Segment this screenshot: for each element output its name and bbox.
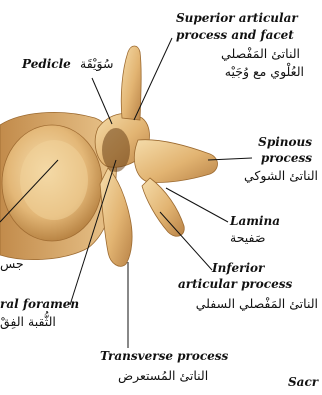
label-superior-articular-en-2: process and facet — [176, 29, 294, 41]
label-superior-articular-en-1: Superior articular — [176, 12, 298, 24]
label-pedicle-ar: سُوَيْقَة — [80, 58, 113, 71]
label-spinous-en-2: process — [261, 152, 312, 164]
label-vertebral-foramen-en: ral foramen — [0, 298, 79, 310]
spinous-process-shape — [134, 140, 217, 183]
label-lamina-ar: صَفيحة — [230, 232, 265, 245]
inferior-articular-process-shape — [142, 178, 184, 236]
label-transverse-en: Transverse process — [100, 350, 228, 362]
label-superior-articular-ar-1: الناتئ المَفْصلي — [221, 48, 300, 61]
leader-inferior-articular — [160, 212, 212, 270]
label-pedicle-en: Pedicle — [22, 58, 71, 70]
label-vertebral-foramen-ar: الثُّقبة الفِقْ — [0, 316, 56, 329]
label-body-ar: جس — [0, 258, 24, 271]
leader-pedicle — [92, 78, 112, 124]
transverse-process-shape — [100, 168, 132, 266]
label-inferior-articular-en-2: articular process — [178, 278, 292, 290]
label-superior-articular-ar-2: العُلْوي مع وُجَيْه — [225, 66, 304, 79]
label-transverse-ar: الناتئ المُستعرض — [118, 370, 208, 383]
label-inferior-articular-en-1: Inferior — [212, 262, 264, 274]
superior-articular-process-shape — [121, 46, 141, 120]
vertebral-foramen-shadow — [102, 128, 130, 172]
label-inferior-articular-ar: الناتئ المَفْصلي السفلي — [196, 298, 318, 311]
label-sacrum-en: Sacr — [288, 376, 318, 388]
label-spinous-ar: الناتئ الشوكي — [244, 170, 318, 183]
label-lamina-en: Lamina — [230, 215, 280, 227]
label-spinous-en-1: Spinous — [258, 136, 312, 148]
